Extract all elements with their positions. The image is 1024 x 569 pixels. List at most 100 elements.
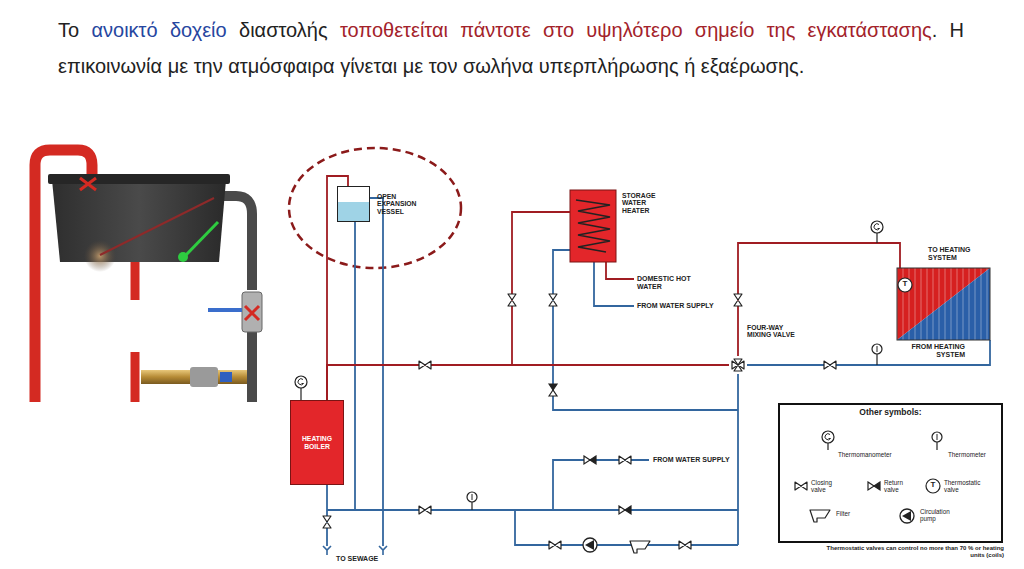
pipe-label: TO HEATING SYSTEM [928,246,980,261]
radiator-hot [897,268,990,340]
return-pipe [553,250,738,410]
pipe-label: FROM WATER SUPPLY [637,302,717,310]
filter [630,541,650,553]
thermometer [872,344,882,354]
pointer-dot [178,252,188,262]
drain-symbol [379,546,387,555]
circulation-pump [583,538,597,552]
component-label: OPEN EXPANSION VESSEL [377,193,421,215]
thermomanometer [295,376,307,388]
closing-valve [419,361,431,369]
blue-ring [220,372,232,382]
return-valve [868,482,880,490]
closing-valve [619,456,631,464]
mixing-valve [734,359,742,371]
return-pipe [747,340,990,365]
heading-text: Το [58,19,79,41]
legend-text: Thermostatic valve [944,480,988,494]
thermostatic-valve [898,278,912,292]
return-valve [549,384,557,396]
component-box: OPEN EXPANSION VESSEL [337,186,370,222]
legend-symbols [795,431,942,523]
overflow-pipe [370,198,383,546]
tank-rim [48,174,230,184]
return-pipe [327,509,738,511]
inlet-mark [80,178,96,190]
hot-water-pipe [606,262,634,279]
return-valve [584,456,596,464]
gauge-stem [300,388,301,400]
closing-valve [734,294,742,306]
valve-lever [208,308,242,312]
pipe-connector [327,365,729,400]
filter [810,510,830,522]
heading-paragraph: Το ανοικτό δοχείο διαστολής τοποθετείται… [58,12,964,84]
legend-text: Closing valve [811,480,841,494]
return-pipe [737,374,739,545]
pipe-label: T [929,481,937,490]
radiator [897,268,990,340]
overflow-pipe [247,332,257,402]
mixing-valve-node: FOUR-WAY MIXING VALVE [729,356,747,374]
drain-pipe [131,352,140,402]
pipe-label: TO SEWAGE [336,555,396,563]
heater-coil [576,200,610,252]
drain-symbol [323,546,331,555]
closing-valve [549,541,561,549]
gauge-stem [471,502,472,510]
pipe-connector [327,212,570,400]
pipework [327,198,990,546]
heater-body [570,190,616,262]
circulation-pump [900,509,914,523]
pointer-line [184,222,218,257]
tank-illustration [35,150,262,402]
component-label: FOUR-WAY MIXING VALVE [747,324,799,339]
gauge-stem [827,443,828,450]
valve-handle [245,306,259,320]
fill-pipe [553,460,649,510]
pump-pipe [515,510,738,545]
legend-heading: Other symbols: [778,408,1003,417]
cold-supply-pipe [594,262,634,306]
closing-valve [323,516,331,528]
drain-pipe [131,262,140,300]
thermostatic-valve [926,479,940,493]
component-label: STORAGE WATER HEATER [622,192,670,214]
heading-text: διαστολής [239,19,328,41]
closing-valve [508,294,516,306]
ball-valve [242,292,262,332]
closing-valve [679,541,691,549]
thermomanometer [871,221,883,233]
radiator-cold [897,268,990,340]
valves [323,294,836,549]
pipe-label: DOMESTIC HOT WATER [637,275,717,290]
closing-valve [549,294,557,306]
heading-text: ανοικτό δοχείο [91,19,226,41]
expansion-pipe [354,222,356,510]
tank-body [52,180,226,262]
gauges [295,221,912,555]
return-valve [619,506,631,514]
overflow-pipe [221,196,252,290]
legend-text: Thermomanometer [838,452,898,459]
highlight-ellipse [289,148,461,268]
component-box: STORAGE WATER HEATER [570,190,616,262]
pipe-label: FROM HEATING SYSTEM [911,343,965,358]
gauge-stem [876,233,877,243]
closing-valve [824,361,836,369]
heading-text: τοποθετείται πάντοτε στο υψηλότερο σημεί… [340,19,932,41]
gauge-stem [936,442,937,450]
legend-text: Return valve [884,480,916,494]
legend-text: Filter [836,511,866,518]
union-nut [190,367,218,387]
legend-text: Thermometer [948,452,998,459]
gauge-stem [876,354,877,365]
pipe-label: T [901,280,909,289]
component-label: HEATING BOILER [291,433,343,452]
closing-valve [419,506,431,514]
legend-text: Circulation pump [920,509,964,523]
legend-box [778,403,1003,543]
